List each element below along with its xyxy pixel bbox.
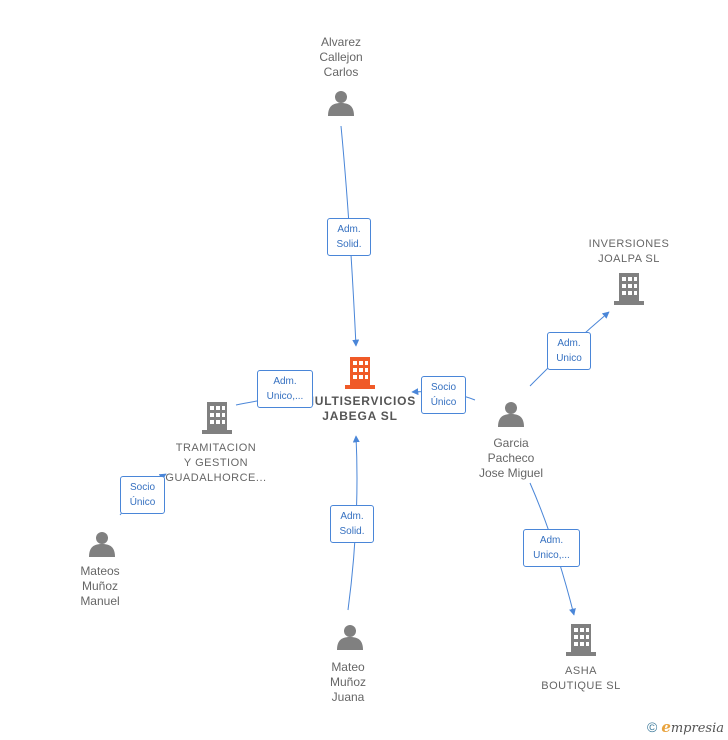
node-label-tramitacion[interactable]: TRAMITACION Y GESTION GUADALHORCE...: [165, 442, 267, 484]
brand-logo: empresia: [661, 718, 724, 736]
person-icon[interactable]: [89, 532, 115, 557]
node-label-mateos-manuel[interactable]: Mateos Muñoz Manuel: [80, 564, 120, 608]
node-label-garcia[interactable]: Garcia Pacheco Jose Miguel: [478, 436, 544, 480]
node-label-main[interactable]: MULTISERVICIOS JABEGA SL: [303, 394, 417, 423]
building-icon[interactable]: [566, 624, 596, 656]
footer-watermark: © empresia: [647, 718, 724, 736]
edge-tag-main-tramitacion[interactable]: Adm. Unico,...: [257, 370, 313, 408]
building-icon[interactable]: [202, 402, 232, 434]
person-icon[interactable]: [337, 625, 363, 650]
edge-tag-juana-main[interactable]: Adm. Solid.: [330, 505, 374, 543]
copyright-icon: ©: [646, 719, 658, 735]
person-icon[interactable]: [498, 402, 524, 427]
person-icon[interactable]: [328, 91, 354, 116]
node-label-inversiones[interactable]: INVERSIONES JOALPA SL: [588, 238, 670, 265]
edge-tag-mateos-tramitacion[interactable]: Socio Único: [120, 476, 165, 514]
edge-tag-garcia-asha[interactable]: Adm. Unico,...: [523, 529, 580, 567]
building-icon[interactable]: [614, 273, 644, 305]
node-label-alvarez[interactable]: Alvarez Callejon Carlos: [319, 35, 363, 79]
node-label-mateo-juana[interactable]: Mateo Muñoz Juana: [329, 660, 367, 704]
edge-tag-garcia-inversiones[interactable]: Adm. Unico: [547, 332, 591, 370]
edge-tag-garcia-main[interactable]: Socio Único: [421, 376, 466, 414]
edge-tag-alvarez-main[interactable]: Adm. Solid.: [327, 218, 371, 256]
node-label-asha[interactable]: ASHA BOUTIQUE SL: [541, 665, 621, 692]
building-icon[interactable]: [345, 357, 375, 389]
